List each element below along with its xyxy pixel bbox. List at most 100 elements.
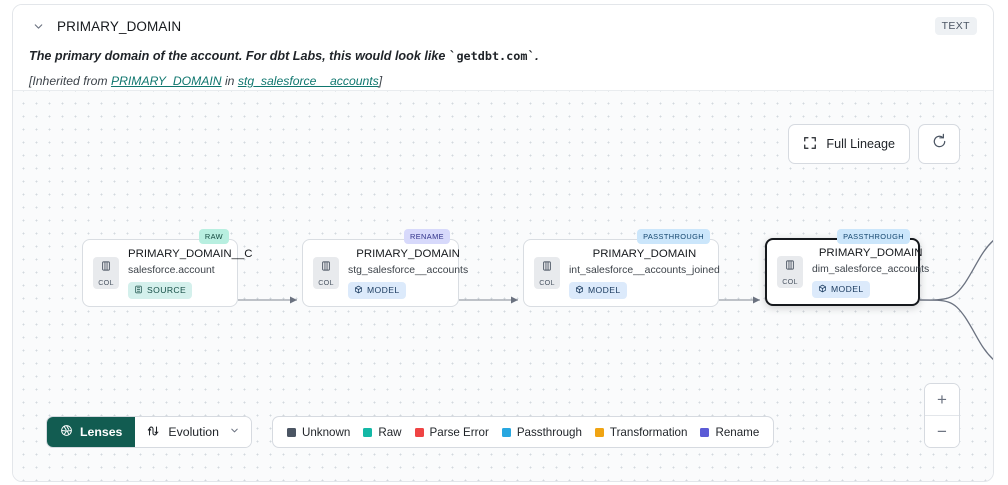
legend-item[interactable]: Passthrough — [501, 425, 582, 439]
description-prefix: The primary domain of the account. For d… — [29, 49, 449, 63]
lineage-node[interactable]: RAW COL PRIMARY_DOMAIN__C salesforce.acc… — [82, 229, 253, 307]
edge-branch-up — [919, 240, 993, 301]
legend-item[interactable]: Raw — [363, 425, 402, 439]
col-chip: COL — [534, 257, 560, 289]
inherited-table-link[interactable]: stg_salesforce__accounts — [237, 74, 379, 88]
backtick-close: ` — [527, 48, 536, 63]
refresh-button[interactable] — [918, 124, 960, 164]
node-body: PRIMARY_DOMAIN dim_salesforce_accounts M… — [812, 247, 929, 298]
canvas-bottom-toolbar: Lenses Evolution Unkn — [46, 416, 775, 448]
panel-header: PRIMARY_DOMAIN TEXT The primary domain o… — [13, 5, 993, 90]
database-icon — [134, 285, 143, 296]
legend-item[interactable]: Transformation — [594, 425, 688, 439]
column-icon — [541, 259, 553, 277]
title-row: PRIMARY_DOMAIN — [29, 15, 977, 37]
legend-swatch — [286, 427, 296, 437]
expand-icon — [803, 136, 817, 153]
node-tag: RAW — [198, 229, 229, 244]
node-column-name: PRIMARY_DOMAIN__C — [128, 247, 253, 260]
page-title: PRIMARY_DOMAIN — [57, 18, 182, 34]
inherited-column-link[interactable]: PRIMARY_DOMAIN — [110, 74, 222, 88]
inherited-middle: in — [221, 74, 238, 88]
column-lineage-panel: PRIMARY_DOMAIN TEXT The primary domain o… — [12, 4, 994, 482]
backtick-open: ` — [448, 48, 457, 63]
zoom-controls: + − — [924, 383, 960, 448]
node-tag: PASSTHROUGH — [637, 229, 710, 244]
node-kind-label: MODEL — [367, 285, 400, 295]
col-chip: COL — [93, 257, 119, 289]
node-body: PRIMARY_DOMAIN stg_salesforce__accounts … — [348, 248, 468, 299]
type-badge: TEXT — [934, 17, 977, 35]
legend-swatch — [501, 427, 511, 437]
legend-item[interactable]: Unknown — [286, 425, 351, 439]
node-table-name: int_salesforce__accounts_joined — [569, 264, 720, 276]
evolution-dropdown[interactable]: Evolution — [135, 417, 251, 447]
full-lineage-button[interactable]: Full Lineage — [788, 124, 910, 164]
inherited-note: [Inherited from PRIMARY_DOMAIN in stg_sa… — [29, 74, 977, 88]
zoom-out-button[interactable]: − — [925, 416, 959, 447]
legend-label: Rename — [715, 425, 760, 439]
legend-label: Transformation — [609, 425, 688, 439]
description-code: getdbt.com — [456, 49, 528, 63]
lineage-node-selected[interactable]: PASSTHROUGH COL PRIMARY_DOMAIN dim_sales… — [765, 229, 929, 306]
legend-label: Passthrough — [516, 425, 582, 439]
lineage-legend: Unknown Raw Parse Error Passthrough Transfor… — [271, 416, 775, 448]
column-icon — [100, 259, 112, 277]
node-kind-badge: MODEL — [812, 280, 870, 298]
chevron-down-icon[interactable] — [29, 17, 47, 35]
node-table-name: stg_salesforce__accounts — [348, 264, 469, 276]
col-chip: COL — [777, 256, 803, 288]
node-body: PRIMARY_DOMAIN int_salesforce__accounts_… — [569, 248, 720, 299]
lenses-evolution-group: Lenses Evolution — [46, 416, 252, 448]
legend-swatch — [594, 427, 604, 437]
lineage-canvas[interactable]: Full Lineage RAW — [13, 90, 993, 481]
description-suffix: . — [535, 49, 539, 63]
node-kind-label: MODEL — [588, 285, 621, 295]
lenses-button[interactable]: Lenses — [47, 417, 136, 447]
node-kind-label: MODEL — [831, 284, 864, 294]
cube-icon — [575, 285, 584, 296]
col-chip-label: COL — [539, 278, 555, 287]
cube-icon — [818, 284, 827, 295]
node-kind-badge: MODEL — [348, 281, 406, 299]
legend-item[interactable]: Parse Error — [414, 425, 489, 439]
legend-swatch — [700, 427, 710, 437]
zoom-in-button[interactable]: + — [925, 384, 959, 416]
legend-label: Unknown — [301, 425, 351, 439]
node-body: PRIMARY_DOMAIN__C salesforce.account SOU… — [128, 248, 253, 299]
full-lineage-label: Full Lineage — [826, 137, 895, 151]
chevron-down-icon — [229, 425, 240, 439]
col-chip-label: COL — [782, 277, 798, 286]
lenses-label: Lenses — [80, 425, 123, 439]
evolution-icon — [146, 424, 160, 441]
col-chip-label: COL — [318, 278, 334, 287]
legend-swatch — [363, 427, 373, 437]
node-kind-badge: MODEL — [569, 281, 627, 299]
legend-swatch — [414, 427, 424, 437]
inherited-suffix: ] — [378, 74, 383, 88]
legend-label: Parse Error — [429, 425, 489, 439]
lineage-node[interactable]: PASSTHROUGH COL PRIMARY_DOMAIN int_sales… — [523, 229, 720, 307]
evolution-label: Evolution — [168, 425, 219, 439]
legend-label: Raw — [378, 425, 402, 439]
edge-branch-down — [919, 299, 993, 360]
node-tag: RENAME — [403, 229, 450, 244]
column-icon — [784, 258, 796, 276]
column-icon — [320, 259, 332, 277]
node-kind-badge: SOURCE — [128, 281, 193, 299]
inherited-prefix: [Inherited from — [29, 74, 111, 88]
cube-icon — [354, 285, 363, 296]
node-table-name: dim_salesforce_accounts — [812, 263, 930, 275]
node-column-name: PRIMARY_DOMAIN — [356, 247, 460, 260]
legend-item[interactable]: Rename — [700, 426, 759, 439]
canvas-top-toolbar: Full Lineage — [788, 124, 960, 164]
column-description: The primary domain of the account. For d… — [29, 47, 977, 65]
col-chip: COL — [313, 257, 339, 289]
node-column-name: PRIMARY_DOMAIN — [592, 247, 697, 260]
node-tag: PASSTHROUGH — [837, 229, 910, 244]
lineage-node[interactable]: RENAME COL PRIMARY_DOMAIN stg_salesforce… — [302, 229, 468, 307]
node-kind-label: SOURCE — [147, 285, 187, 295]
aperture-icon — [60, 424, 73, 440]
node-column-name: PRIMARY_DOMAIN — [818, 246, 923, 259]
node-table-name: salesforce.account — [128, 264, 215, 276]
